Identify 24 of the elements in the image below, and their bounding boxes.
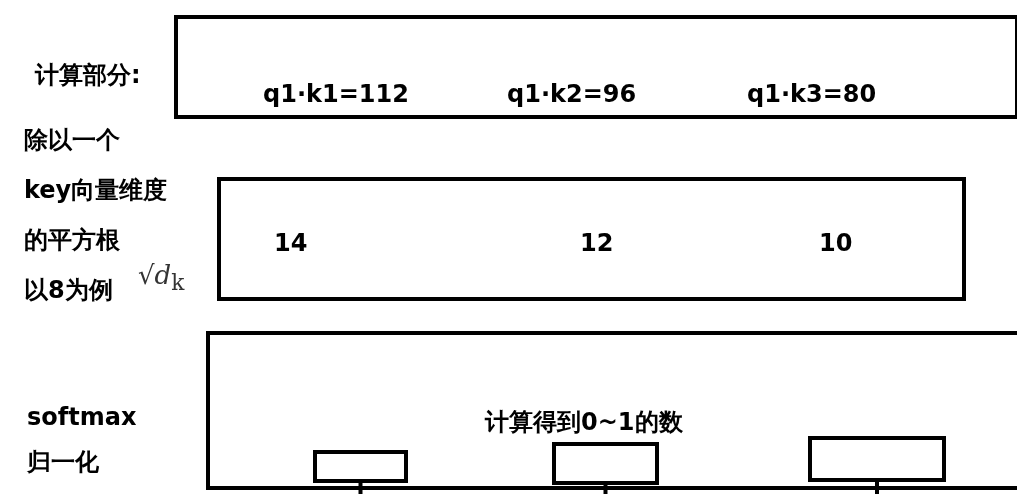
text-box [206,331,1017,490]
value-text: q1·k1=112 [263,82,409,106]
side-label: softmax [27,405,137,429]
value-text: 14 [274,231,308,255]
side-label: key向量维度 [24,178,168,202]
connector-line [358,483,363,494]
text-box [217,177,966,301]
side-label: 归一化 [27,450,99,474]
value-text: q1·k2=96 [507,82,637,106]
connector-line [875,482,879,494]
empty-box [808,436,946,482]
connector-line [603,485,608,494]
text-box [174,15,1017,119]
value-text: 10 [819,231,853,255]
value-text: 计算得到0~1的数 [485,410,683,434]
side-label: 的平方根 [24,228,120,252]
empty-box [552,442,659,485]
value-text: 12 [580,231,614,255]
side-label: 计算部分: [35,63,141,87]
empty-box [313,450,408,483]
side-label: 除以一个 [24,128,120,152]
formula: √d$_{k}$ [138,262,185,294]
side-label: 以8为例 [24,278,113,302]
value-text: q1·k3=80 [747,82,877,106]
